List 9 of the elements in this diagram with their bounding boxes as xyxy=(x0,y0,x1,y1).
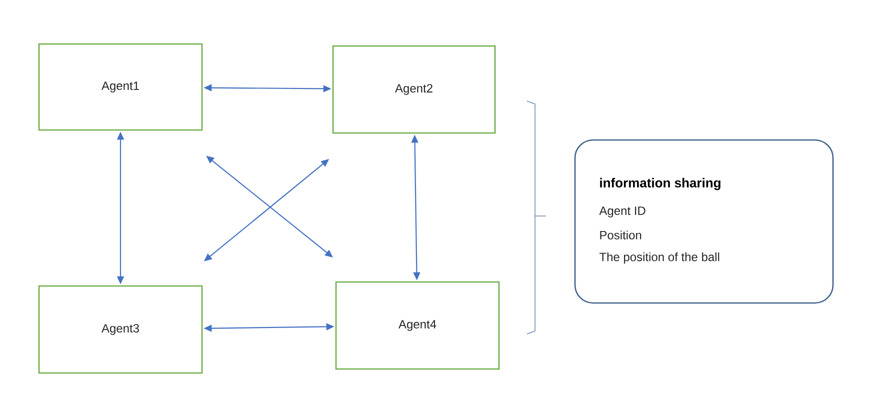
agent-box: Agent4 xyxy=(335,281,500,370)
list-item: Position xyxy=(600,230,642,240)
list-item: The position of the ball xyxy=(599,252,720,264)
info-box xyxy=(574,139,834,304)
agent-box: Agent2 xyxy=(332,45,496,134)
agent-box: Agent1 xyxy=(38,43,203,131)
list-item: Agent ID xyxy=(599,206,646,218)
heading: information sharing xyxy=(600,178,720,190)
agent-box: Agent3 xyxy=(38,285,203,374)
